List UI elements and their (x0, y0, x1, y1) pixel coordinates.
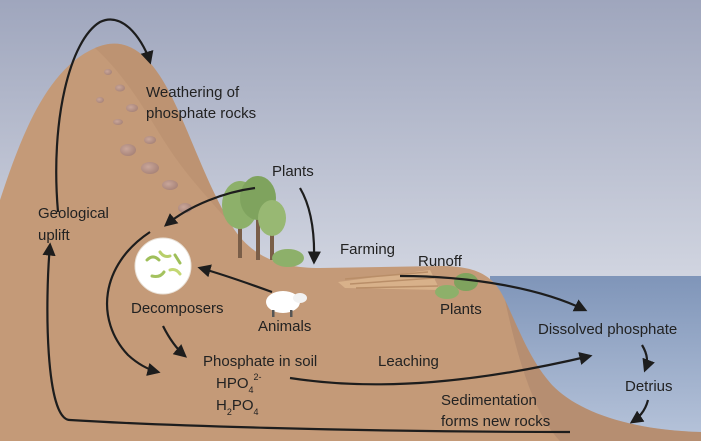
decomposers-illustration (135, 238, 191, 294)
label-weathering-line2: phosphate rocks (146, 105, 256, 122)
label-leaching: Leaching (378, 353, 439, 370)
label-decomposers: Decomposers (131, 300, 224, 317)
label-dissolved-phosphate: Dissolved phosphate (538, 321, 677, 338)
label-runoff: Runoff (418, 253, 463, 270)
label-detrius: Detrius (625, 378, 673, 395)
label-plants-top: Plants (272, 163, 314, 180)
label-weathering-line1: Weathering of (146, 84, 240, 101)
label-plants-field: Plants (440, 301, 482, 318)
label-farming: Farming (340, 241, 395, 258)
label-geological-line1: Geological (38, 205, 109, 222)
label-animals: Animals (258, 318, 311, 335)
label-sedimentation-line2: forms new rocks (441, 413, 550, 430)
label-sedimentation-line1: Sedimentation (441, 392, 537, 409)
label-geological-line2: uplift (38, 227, 71, 244)
label-phosphate-in-soil: Phosphate in soil (203, 353, 317, 370)
